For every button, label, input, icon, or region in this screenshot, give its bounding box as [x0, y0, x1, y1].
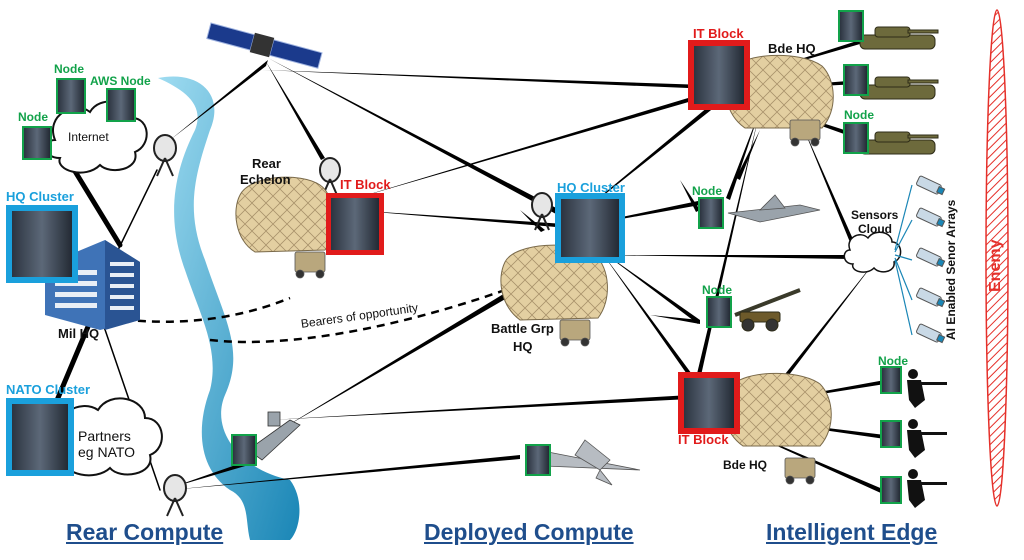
node-server-icon — [525, 444, 551, 476]
node-server-icon — [880, 420, 902, 448]
node-server-icon — [843, 64, 869, 96]
fighter-jet-icon — [727, 194, 821, 223]
hq-cluster-label: HQ Cluster — [557, 180, 625, 195]
sensor-camera-icons — [916, 175, 946, 344]
node-server-icon — [838, 10, 864, 42]
tent-icons — [235, 54, 834, 447]
it-block-server-icon — [678, 372, 740, 434]
mil-hq-label: Mil HQ — [58, 326, 100, 341]
intelligent-edge-heading: Intelligent Edge — [766, 519, 938, 545]
node-server-icon — [698, 197, 724, 229]
satellite — [206, 22, 323, 69]
deployed-compute-heading: Deployed Compute — [424, 519, 634, 545]
internet-label: Internet — [68, 130, 109, 144]
node-server-icon — [706, 296, 732, 328]
ship-icon — [247, 411, 301, 461]
node-label: Node — [702, 283, 732, 297]
rear-compute-heading: Rear Compute — [66, 519, 224, 545]
node-label: Node — [692, 184, 722, 198]
bde-hq-label: Bde HQ — [723, 458, 768, 472]
it-block-label: IT Block — [678, 432, 729, 447]
enemy-label: Enemy — [987, 239, 1004, 292]
battle-grp-label-line2: HQ — [513, 339, 533, 354]
node-server-icon — [843, 122, 869, 154]
node-label: Node — [878, 354, 908, 368]
sensors-label-line1: Sensors — [851, 208, 899, 222]
aws-node-label: AWS Node — [90, 74, 151, 88]
bearers-link — [109, 296, 291, 323]
battle-grp-label-line1: Battle Grp — [491, 321, 554, 336]
bde-hq-label: Bde HQ — [768, 41, 816, 56]
node-label: Node — [54, 62, 84, 76]
ai-sensor-label: AI Enabled Senor Arrays — [944, 199, 958, 340]
sensors-label-line2: Cloud — [858, 222, 892, 236]
node-server-icon — [880, 366, 902, 394]
it-block-server-icon — [326, 193, 384, 255]
node-server-icon — [880, 476, 902, 504]
partners-label-line1: Partners — [78, 428, 131, 444]
aws-node-server-icon — [106, 88, 136, 122]
hq-cluster-label: HQ Cluster — [6, 189, 74, 204]
nato-cluster-label: NATO Cluster — [6, 382, 91, 397]
sensors-cloud-icon — [843, 184, 913, 336]
it-block-label: IT Block — [340, 177, 391, 192]
partners-label-line2: eg NATO — [78, 444, 136, 460]
satellite-dish-icons — [153, 134, 553, 517]
drone-icon — [544, 439, 641, 486]
truck-icons — [294, 119, 821, 485]
artillery-icon — [734, 288, 801, 332]
node-label: Node — [844, 108, 874, 122]
node-server-icon — [56, 78, 86, 114]
hq-cluster-server-icon — [6, 205, 78, 283]
it-block-label: IT Block — [693, 26, 744, 41]
rear-echelon-label-line1: Rear — [252, 156, 281, 171]
tank-icons — [859, 26, 939, 155]
node-server-icon — [22, 126, 52, 160]
enemy-zone — [985, 9, 1009, 507]
soldier-icons — [907, 369, 947, 508]
nato-cluster-server-icon — [6, 398, 74, 476]
node-label: Node — [18, 110, 48, 124]
it-block-server-icon — [688, 40, 750, 110]
node-server-icon — [231, 434, 257, 466]
hq-cluster-server-icon — [555, 193, 625, 263]
river — [158, 76, 300, 541]
rear-echelon-label-line2: Echelon — [240, 172, 291, 187]
